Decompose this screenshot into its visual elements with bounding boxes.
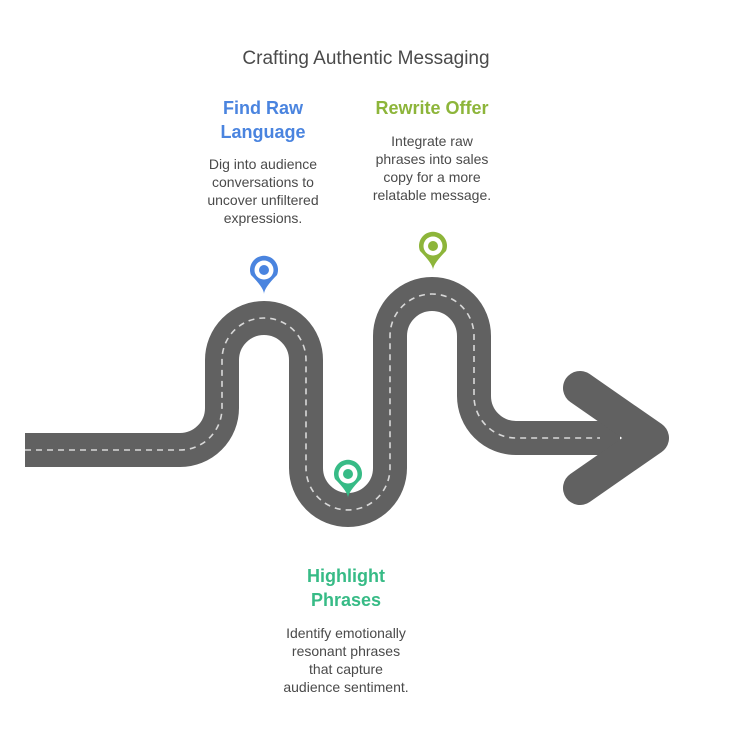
location-pin-icon: [419, 231, 447, 270]
step-title-rewrite-offer: Rewrite Offer: [375, 98, 489, 118]
step-description-rewrite-offer: Integrate raw phrases into sales copy fo…: [372, 133, 492, 203]
step-title-highlight-phrases: Highlight Phrases: [307, 566, 385, 610]
step-title-find-raw-language: Find Raw Language: [220, 98, 306, 142]
road-path: [25, 277, 620, 527]
arrow-head-icon: [563, 371, 669, 505]
step-description-find-raw-language: Dig into audience conversations to uncov…: [207, 156, 319, 226]
location-pin-icon: [250, 255, 278, 294]
location-pin-icon: [334, 459, 362, 498]
road-center-line: [25, 293, 600, 511]
step-description-highlight-phrases: Identify emotionally resonant phrases th…: [283, 625, 409, 695]
diagram-title: Crafting Authentic Messaging: [242, 48, 490, 69]
